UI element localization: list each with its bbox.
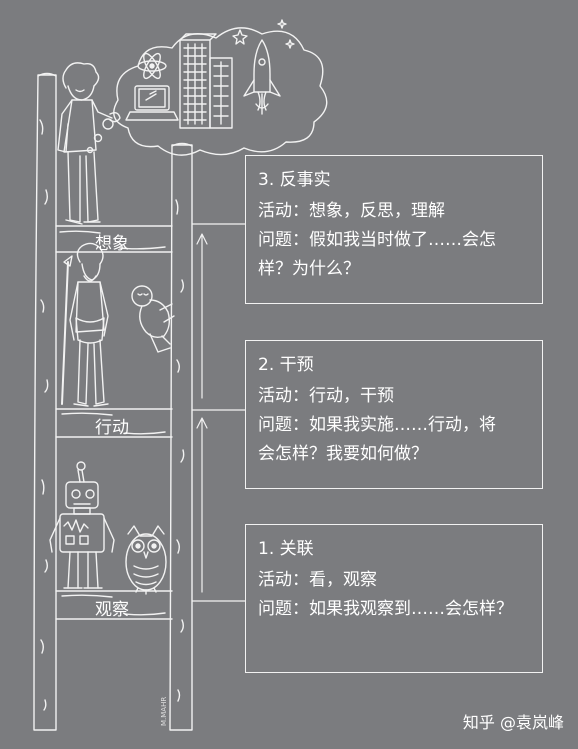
zhihu-watermark: 知乎 @袁岚峰 — [462, 713, 564, 732]
ladder-right-pole — [169, 142, 194, 731]
level-question-line2: 样？为什么？ — [258, 259, 360, 279]
level-title: 3. 反事实 — [258, 170, 331, 190]
level-question-line2: 会怎样？我要如何做？ — [258, 444, 428, 464]
robot-figure — [49, 461, 115, 589]
einstein-figure — [57, 62, 121, 225]
rung-label-imagine: 想象 — [95, 234, 129, 254]
owl-figure — [125, 525, 167, 595]
level-title: 1. 关联 — [258, 539, 314, 559]
city-buildings-icon — [179, 33, 233, 129]
rocket-icon — [243, 39, 281, 115]
rung-top — [55, 225, 173, 253]
star-icons — [232, 19, 295, 49]
baby-figure — [131, 285, 175, 353]
up-arrow-upper — [196, 233, 208, 399]
laptop-icon — [125, 85, 179, 121]
level-activity: 活动：看，观察 — [258, 570, 377, 590]
level-box-association: 1. 关联 活动：看，观察 问题：如果我观察到……会怎样？ — [245, 524, 543, 673]
level-box-counterfactual: 3. 反事实 活动：想象，反思，理解 问题：假如我当时做了……会怎 样？为什么？ — [245, 155, 543, 304]
up-arrow-lower — [196, 417, 208, 593]
rung-middle — [55, 408, 173, 438]
rung-bottom — [55, 590, 173, 620]
level-question-line1: 问题：如果我观察到……会怎样？ — [258, 599, 513, 619]
level-question-line1: 问题：如果我实施……行动，将 — [258, 415, 496, 435]
caveman-figure — [61, 242, 109, 407]
level-activity: 活动：想象，反思，理解 — [258, 201, 445, 221]
level-question-line1: 问题：假如我当时做了……会怎 — [258, 230, 496, 250]
level-title: 2. 干预 — [258, 355, 314, 375]
rung-label-observe: 观察 — [95, 600, 129, 620]
ladder-left-pole — [33, 72, 57, 731]
artist-signature: M.MAHR — [160, 696, 168, 726]
rung-label-act: 行动 — [95, 418, 129, 438]
level-box-intervention: 2. 干预 活动：行动，干预 问题：如果我实施……行动，将 会怎样？我要如何做？ — [245, 340, 543, 489]
level-activity: 活动：行动，干预 — [258, 386, 394, 406]
atom-icon — [137, 52, 167, 80]
connector-lines — [191, 223, 246, 602]
